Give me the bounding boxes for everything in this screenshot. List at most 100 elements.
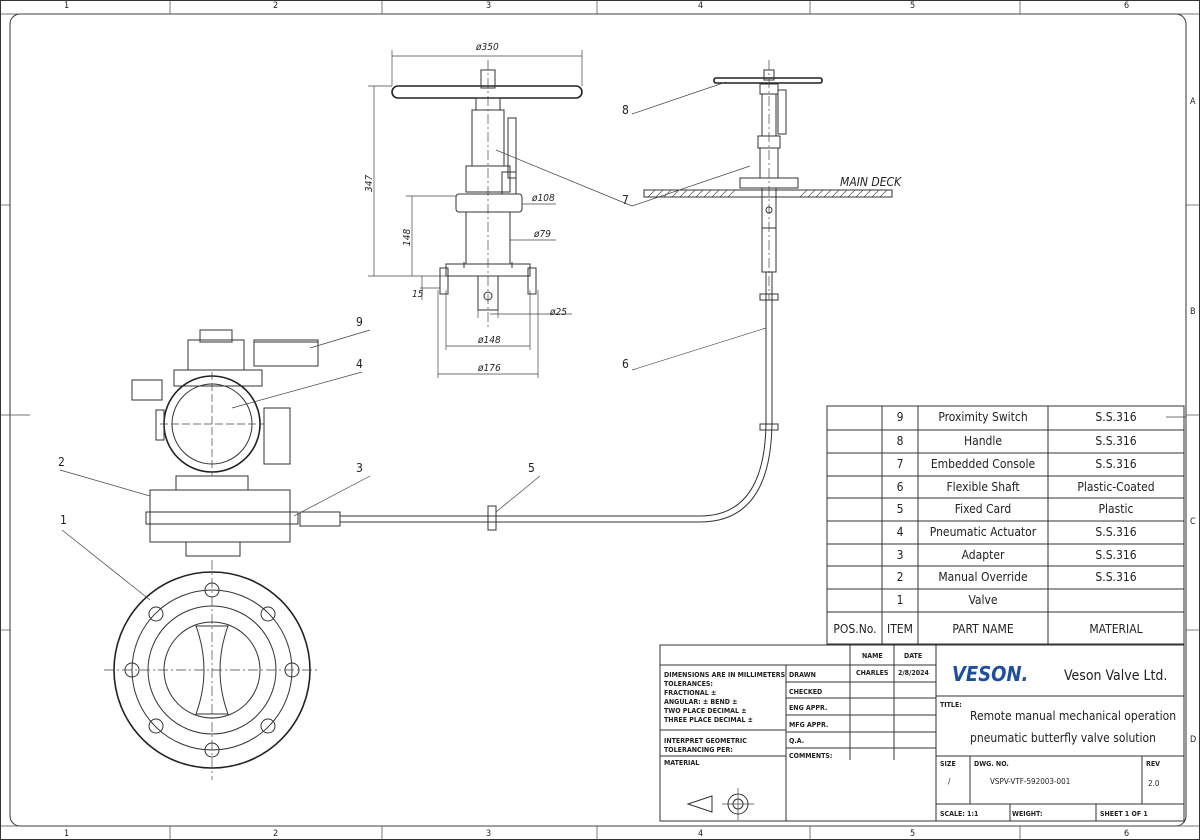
dim-176: ø176 <box>477 363 501 374</box>
handwheel-actuator-view <box>391 60 583 330</box>
col-label: 6 <box>1124 1 1129 11</box>
row-label: A <box>1190 97 1196 107</box>
bom-part-name: Pneumatic Actuator <box>930 525 1037 539</box>
rev-label: REV <box>1146 760 1160 768</box>
mfg-appr-label: MFG APPR. <box>789 721 828 729</box>
col-label: 4 <box>698 1 703 11</box>
weight-label: WEIGHT: <box>1012 810 1042 818</box>
tol-line4: ANGULAR: ± BEND ± <box>664 698 737 706</box>
rev-value: 2.0 <box>1148 779 1160 788</box>
tol-line5: TWO PLACE DECIMAL ± <box>664 707 747 715</box>
dwg-label: DWG. NO. <box>974 760 1009 768</box>
company-name: Veson Valve Ltd. <box>1064 668 1167 684</box>
size-label: SIZE <box>940 760 956 768</box>
title-label: TITLE: <box>940 701 962 709</box>
callout-8: 8 <box>622 103 629 117</box>
main-deck: MAIN DECK <box>643 175 902 198</box>
deck-console-view <box>713 60 823 300</box>
callout-1: 1 <box>60 513 67 527</box>
bom-material: S.S.316 <box>1095 525 1136 539</box>
dim-148: ø148 <box>477 335 501 346</box>
col-name: NAME <box>862 652 883 660</box>
callout-9: 9 <box>356 315 363 329</box>
callout-5: 5 <box>528 461 535 475</box>
col-label: 4 <box>698 829 703 839</box>
valve-assembly <box>104 329 320 780</box>
callout-7: 7 <box>622 193 629 207</box>
row-label: B <box>1190 307 1196 317</box>
bom-header-pos: POS.No. <box>833 622 876 636</box>
bom-pos: 5 <box>897 502 904 516</box>
callout-4: 4 <box>356 357 363 371</box>
dim-108: ø108 <box>531 193 555 204</box>
dim-350: ø350 <box>475 42 499 53</box>
drawn-label: DRAWN <box>789 671 816 679</box>
bom-material: S.S.316 <box>1095 410 1136 424</box>
dim-79: ø79 <box>533 229 551 240</box>
title-line-1: Remote manual mechanical operation <box>970 709 1176 723</box>
col-label: 5 <box>910 1 915 11</box>
tol-line7: INTERPRET GEOMETRIC <box>664 737 747 745</box>
tol-material: MATERIAL <box>664 759 699 767</box>
bom-pos: 8 <box>897 434 904 448</box>
bom-pos: 7 <box>897 457 904 471</box>
scale-label: SCALE: 1:1 <box>940 810 978 818</box>
drawn-name: CHARLES <box>856 669 889 677</box>
row-label: C <box>1190 517 1196 527</box>
bom-pos: 6 <box>897 480 904 494</box>
checked-label: CHECKED <box>789 688 822 696</box>
bom-header-material: MATERIAL <box>1089 622 1142 636</box>
col-label: 2 <box>273 1 278 11</box>
drawn-date: 2/8/2024 <box>898 669 930 677</box>
tol-line2: TOLERANCES: <box>664 680 713 688</box>
dwg-number: VSPV-VTF-592003-001 <box>990 777 1070 786</box>
main-deck-label: MAIN DECK <box>840 175 902 189</box>
col-label: 1 <box>64 1 69 11</box>
bom-part-name: Fixed Card <box>955 502 1012 516</box>
leader-lines <box>59 81 1186 601</box>
bom-part-name: Proximity Switch <box>938 410 1027 424</box>
dim-347: 347 <box>364 175 375 192</box>
comments-label: COMMENTS: <box>789 752 832 760</box>
bom-pos: 2 <box>897 570 904 584</box>
col-label: 6 <box>1124 829 1129 839</box>
callout-2: 2 <box>58 455 65 469</box>
proximity-switch-shape <box>253 341 319 367</box>
col-label: 2 <box>273 829 278 839</box>
tol-line6: THREE PLACE DECIMAL ± <box>664 716 753 724</box>
bom-part-name: Handle <box>964 434 1002 448</box>
flexible-shaft <box>299 272 779 531</box>
dim-148v: 148 <box>402 229 413 246</box>
eng-appr-label: ENG APPR. <box>789 704 827 712</box>
row-label: D <box>1190 735 1196 745</box>
veson-logo: VESON. <box>952 662 1028 686</box>
size-value: / <box>948 777 951 786</box>
bom-part-name: Flexible Shaft <box>946 480 1019 494</box>
bom-pos: 1 <box>897 593 904 607</box>
col-label: 1 <box>64 829 69 839</box>
title-line-2: pneumatic butterfly valve solution <box>970 731 1156 745</box>
dimension-lines <box>368 50 583 378</box>
tol-line8: TOLERANCING PER: <box>664 746 733 754</box>
bom-header-name: PART NAME <box>952 622 1014 636</box>
col-label: 5 <box>910 829 915 839</box>
dim-15: 15 <box>412 289 424 300</box>
callout-3: 3 <box>356 461 363 475</box>
bom-part-name: Valve <box>968 593 997 607</box>
bom-material: S.S.316 <box>1095 548 1136 562</box>
dim-25: ø25 <box>549 307 567 318</box>
bom-material: S.S.316 <box>1095 570 1136 584</box>
bom-pos: 4 <box>897 525 904 539</box>
bom-part-name: Adapter <box>962 548 1005 562</box>
tol-line3: FRACTIONAL ± <box>664 689 716 697</box>
qa-label: Q.A. <box>789 737 804 745</box>
bom-material: S.S.316 <box>1095 457 1136 471</box>
col-label: 3 <box>486 1 491 11</box>
bom-table <box>826 405 1185 645</box>
callout-6: 6 <box>622 357 629 371</box>
bom-pos: 9 <box>897 410 904 424</box>
bom-material: Plastic-Coated <box>1077 480 1154 494</box>
bom-part-name: Manual Override <box>938 570 1028 584</box>
